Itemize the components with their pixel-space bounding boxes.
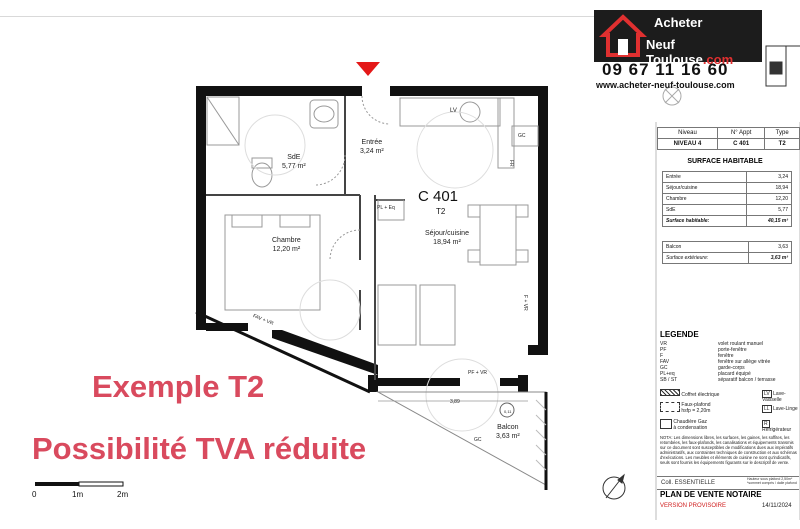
room-name: Balcon	[497, 424, 519, 431]
room-area: 18,94 m²	[433, 239, 461, 246]
table-header-row: Niveau N° Appt Type	[657, 127, 800, 139]
logo-line-2a: Neuf Toulouse	[646, 37, 703, 67]
header-type: Type	[764, 127, 800, 139]
logo-line-2: Neuf Toulouse.com	[646, 37, 762, 67]
phone-number[interactable]: 09 67 11 16 60	[602, 60, 729, 79]
balcony-hatch	[535, 399, 547, 471]
entrance-arrow	[356, 62, 380, 76]
legend-title: LEGENDE	[660, 330, 699, 339]
label-gc-balcon: GC	[474, 437, 482, 443]
legend-note: NOTA: Les dimensions libres, les surface…	[660, 435, 797, 465]
version-label: VERSION PROVISOIRE	[660, 503, 727, 509]
legend-descriptions: volet roulant manuel porte-fenêtre fenêt…	[718, 341, 776, 383]
value-type: T2	[764, 138, 800, 150]
document-title: PLAN DE VENTE NOTAIRE	[660, 490, 762, 499]
fixtures	[206, 95, 539, 432]
label-window-sejour: F + VR	[522, 295, 528, 311]
label-dim-balcon: 3,89	[450, 399, 460, 405]
ceiling-icon	[660, 402, 680, 412]
logo-line-1: Acheter	[654, 15, 703, 30]
table-row: NIVEAU 4 C 401 T2	[657, 138, 800, 150]
promo-title: Exemple T2	[92, 369, 265, 404]
collection-row: Coll. ESSENTIELLE Hauteur sous plafond 2…	[657, 476, 799, 490]
room-area: 3,63 m²	[496, 433, 520, 440]
logo-line-2b: .com	[702, 52, 734, 67]
room-area: 3,24 m²	[360, 148, 384, 155]
legend-ll: LL Lave-Linge	[762, 405, 798, 413]
drain-symbol	[499, 402, 515, 418]
value-niveau: NIVEAU 4	[657, 138, 718, 150]
room-name: Chambre	[272, 237, 301, 244]
apartment-info-table: Niveau N° Appt Type NIVEAU 4 C 401 T2	[657, 127, 800, 150]
surface-total-row: Surface habitable:40,15 m²	[662, 215, 793, 227]
brand-logo[interactable]: Acheter Neuf Toulouse.com	[594, 10, 762, 67]
promo-subtitle: Possibilité TVA réduite	[32, 431, 367, 466]
north-arrow	[602, 473, 626, 500]
apartment-code: C 401	[418, 188, 459, 205]
room-chambre: Chambre 12,20 m²	[272, 236, 301, 254]
room-name: Séjour/cuisine	[425, 230, 469, 237]
legend-symbol-electric: Coffret électrique	[660, 389, 719, 398]
date-label: 14/11/2024	[762, 503, 792, 509]
scale-bar	[35, 481, 124, 487]
top-divider-line	[0, 16, 650, 17]
exterior-total-row: Surface extérieure:3,63 m²	[661, 252, 792, 264]
room-area: 5,77 m²	[282, 163, 306, 170]
room-sde: SdE 5,77 m²	[282, 153, 306, 171]
location-thumbnail	[765, 45, 800, 87]
scale-label-2m: 2m	[117, 490, 129, 499]
collection-note: Hauteur sous plafond 2,50m**sommet compr…	[747, 477, 797, 485]
room-name: SdE	[287, 154, 301, 161]
header-appt: N° Appt	[716, 127, 766, 139]
collection-label: Coll. ESSENTIELLE	[661, 480, 716, 486]
apartment-type: T2	[436, 207, 446, 216]
label-fr: FR	[508, 160, 514, 167]
value-appt: C 401	[716, 138, 766, 150]
legend-r: R Réfrigérateur	[762, 420, 792, 433]
electric-panel-icon	[660, 389, 680, 396]
boiler-icon	[660, 419, 672, 429]
header-niveau: Niveau	[657, 127, 718, 139]
room-area: 12,20 m²	[272, 246, 301, 253]
label-gc: GC	[518, 133, 526, 139]
surface-title: SURFACE HABITABLE	[687, 158, 763, 165]
label-placard: PL + Eq	[377, 205, 395, 211]
label-lv: LV	[450, 108, 457, 114]
exterior-walls	[196, 86, 548, 392]
website-link[interactable]: www.acheter-neuf-toulouse.com	[596, 80, 735, 90]
room-balcon: Balcon 3,63 m²	[496, 423, 520, 441]
house-icon	[598, 14, 648, 57]
scale-label-1m: 1m	[72, 490, 84, 499]
compass-icon	[662, 86, 682, 106]
label-dim-drain: 0,11	[504, 409, 512, 414]
scale-label-0: 0	[32, 490, 37, 499]
legend-codes: VR PF F FAV GC PL+eq SB / ST	[660, 341, 678, 383]
room-name: Entrée	[361, 139, 383, 146]
balcony-outline	[376, 391, 547, 486]
legend-lv: LV Lave-Vaisselle	[762, 390, 786, 403]
diagonal-wall	[195, 310, 371, 394]
room-sejour: Séjour/cuisine 18,94 m²	[425, 229, 469, 247]
room-entree: Entrée 3,24 m²	[360, 138, 384, 156]
label-door-balcon: PF + VR	[468, 370, 488, 376]
